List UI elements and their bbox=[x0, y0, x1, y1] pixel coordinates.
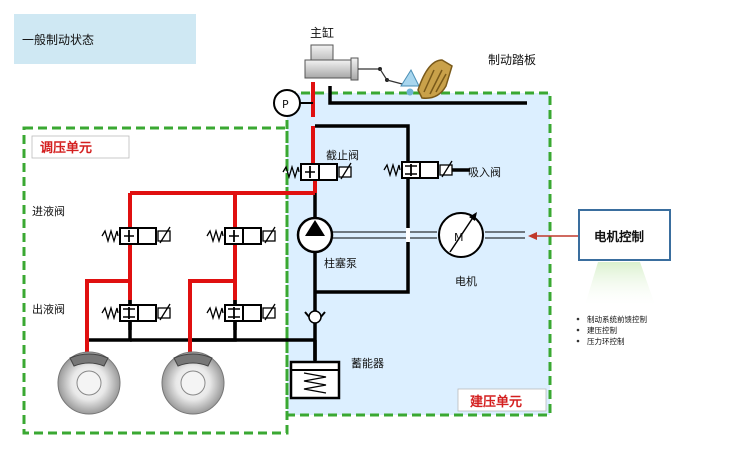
outlet-valve-front bbox=[101, 303, 171, 322]
master-cylinder bbox=[304, 44, 407, 86]
suction-valve bbox=[383, 160, 453, 179]
master-cylinder-label: 主缸 bbox=[310, 25, 334, 40]
motor-control-glow bbox=[585, 262, 655, 305]
pressure-sensor bbox=[273, 89, 301, 117]
state-title-box bbox=[14, 14, 196, 64]
check-valve bbox=[304, 310, 326, 326]
regulating-unit-label: 调压单元 bbox=[40, 140, 92, 156]
control-arrow-head bbox=[528, 232, 537, 240]
accumulator-label: 蓄能器 bbox=[351, 356, 384, 370]
motor-symbol: M bbox=[454, 231, 464, 244]
outlet-valve-label: 出液阀 bbox=[32, 302, 65, 316]
motor-control-box bbox=[578, 209, 671, 261]
motor-control-item: 制动系统前馈控制 bbox=[587, 314, 647, 324]
brake-pedal-icon bbox=[417, 59, 453, 99]
inlet-valve-front bbox=[101, 226, 171, 245]
inlet-valve-rear bbox=[206, 226, 276, 245]
motor bbox=[438, 212, 484, 258]
shaft-coupling bbox=[406, 228, 410, 242]
motor-control-item: 压力环控制 bbox=[587, 336, 625, 346]
suction-valve-label: 吸入阀 bbox=[468, 165, 501, 179]
valves bbox=[101, 160, 453, 322]
motor-label: 电机 bbox=[455, 274, 477, 288]
plunger-pump-label: 柱塞泵 bbox=[324, 256, 357, 270]
motor-control-item: 建压控制 bbox=[587, 325, 617, 335]
motor-control-list: 制动系统前馈控制 建压控制 压力环控制 bbox=[576, 314, 647, 346]
pedal-sensor bbox=[400, 68, 420, 96]
cutoff-valve-label: 截止阀 bbox=[326, 148, 359, 162]
inlet-valve-label: 进液阀 bbox=[32, 204, 65, 218]
state-title: 一般制动状态 bbox=[22, 32, 94, 47]
accumulator bbox=[289, 360, 341, 400]
motor-control-label: 电机控制 bbox=[594, 229, 644, 244]
build-unit-label-box bbox=[457, 388, 547, 412]
brake-disc-front bbox=[57, 351, 121, 415]
pressure-sensor-symbol: P bbox=[282, 98, 289, 111]
pressure-regulating-unit-box bbox=[22, 126, 289, 435]
motor-shaft bbox=[333, 231, 525, 239]
outlet-valve-rear bbox=[206, 303, 276, 322]
cutoff-valve bbox=[282, 162, 352, 181]
brake-disc-rear bbox=[161, 351, 225, 415]
plunger-pump bbox=[296, 216, 334, 254]
regulating-unit-label-box bbox=[31, 135, 130, 159]
build-unit-label: 建压单元 bbox=[470, 394, 522, 410]
brake-pedal-label: 制动踏板 bbox=[488, 53, 536, 67]
